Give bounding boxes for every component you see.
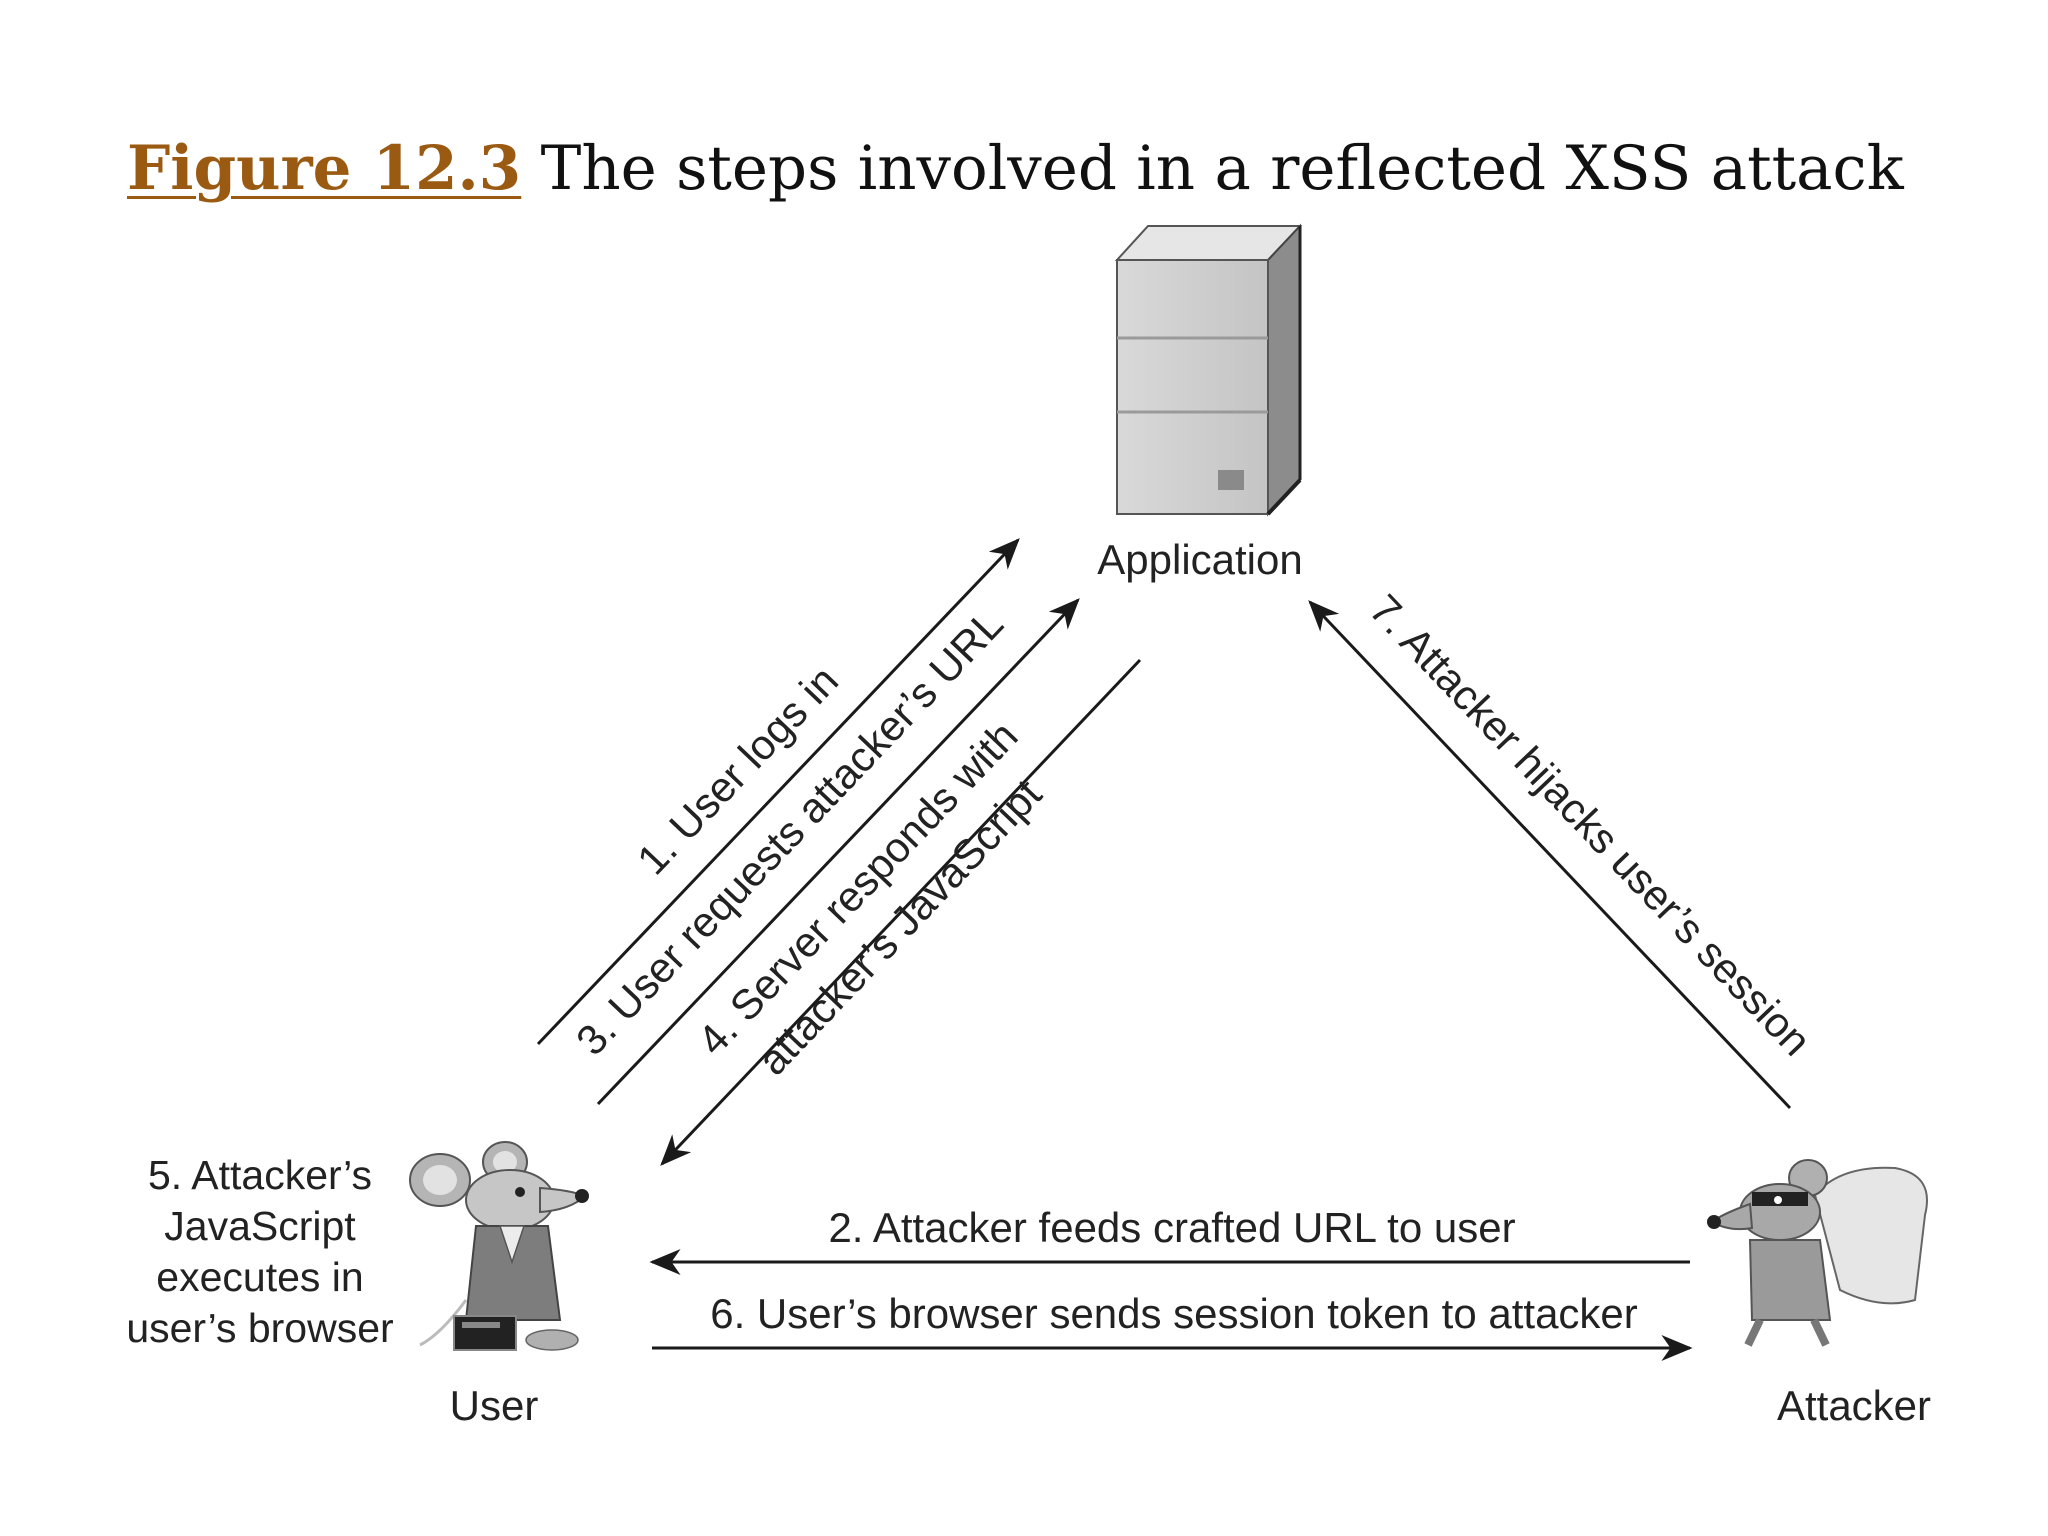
- step-3-label: 3. User requests attacker’s URL: [567, 600, 1012, 1064]
- figure-caption: Figure 12.3 The steps involved in a refl…: [127, 138, 1904, 199]
- figure-link[interactable]: Figure 12.3: [127, 133, 522, 204]
- figure-title: The steps involved in a reflected XSS at…: [540, 133, 1904, 204]
- step-6-label: 6. User’s browser sends session token to…: [710, 1290, 1638, 1337]
- attacker-mouse-icon: [1707, 1159, 1928, 1347]
- application-label: Application: [1097, 536, 1302, 583]
- user-mouse-icon: [409, 1141, 589, 1351]
- step-2-label: 2. Attacker feeds crafted URL to user: [828, 1204, 1515, 1251]
- step-7-label: 7. Attacker hijacks user’s session: [1361, 585, 1821, 1064]
- arrow-step-4: [660, 658, 1142, 1166]
- arrow-step-3: [596, 598, 1080, 1106]
- attacker-label: Attacker: [1777, 1382, 1931, 1429]
- user-label: User: [450, 1382, 539, 1429]
- step-5-note: 5. Attacker’s JavaScript executes in use…: [110, 1150, 410, 1354]
- step-5-line-2: JavaScript: [164, 1203, 356, 1249]
- step-5-line-1: 5. Attacker’s: [147, 1152, 373, 1198]
- arrow-step-1: [536, 538, 1020, 1046]
- step-5-line-4: user’s browser: [126, 1305, 394, 1351]
- step-1-label: 1. User logs in: [628, 657, 847, 884]
- arrow-step-7: [1308, 600, 1792, 1110]
- server-icon: [1114, 223, 1303, 517]
- step-5-line-3: executes in: [156, 1254, 364, 1300]
